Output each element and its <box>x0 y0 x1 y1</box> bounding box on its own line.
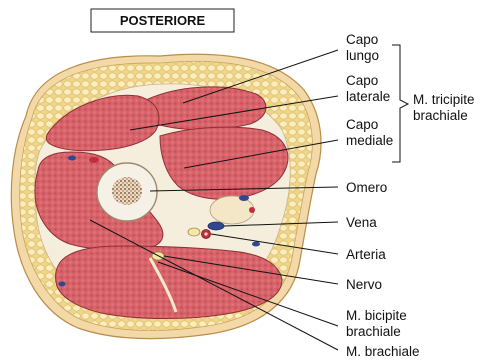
label-omero: Omero <box>346 180 387 195</box>
label-capo-lungo: Capo lungo <box>346 32 382 63</box>
label-bicipite-line1: M. bicipite <box>346 308 407 323</box>
label-capo-mediale-line1: Capo <box>346 117 378 132</box>
label-arteria: Arteria <box>346 247 386 262</box>
label-capo-lungo-line1: Capo <box>346 32 378 47</box>
label-bicipite: M. bicipite brachiale <box>346 308 411 339</box>
label-tricipite-line1: M. tricipite <box>413 92 475 107</box>
label-nervo: Nervo <box>346 277 382 292</box>
label-capo-laterale: Capo laterale <box>346 73 390 104</box>
labels: Capo lungo Capo laterale Capo mediale M.… <box>346 32 478 359</box>
label-bicipite-line2: brachiale <box>346 324 401 339</box>
title-text: POSTERIORE <box>120 13 206 28</box>
label-brachiale: M. brachiale <box>346 344 420 359</box>
label-tricipite-line2: brachiale <box>413 108 468 123</box>
triceps-bracket <box>392 45 408 162</box>
label-capo-mediale-line2: mediale <box>346 133 393 148</box>
label-tricipite: M. tricipite brachiale <box>413 92 478 123</box>
label-capo-laterale-line1: Capo <box>346 73 378 88</box>
label-capo-lungo-line2: lungo <box>346 48 379 63</box>
label-capo-mediale: Capo mediale <box>346 117 393 148</box>
title-box: POSTERIORE <box>91 9 234 32</box>
vena-shape <box>208 222 224 230</box>
arm-section <box>11 54 321 338</box>
omero-bone <box>97 163 157 221</box>
label-capo-laterale-line2: laterale <box>346 89 390 104</box>
label-vena: Vena <box>346 215 377 230</box>
